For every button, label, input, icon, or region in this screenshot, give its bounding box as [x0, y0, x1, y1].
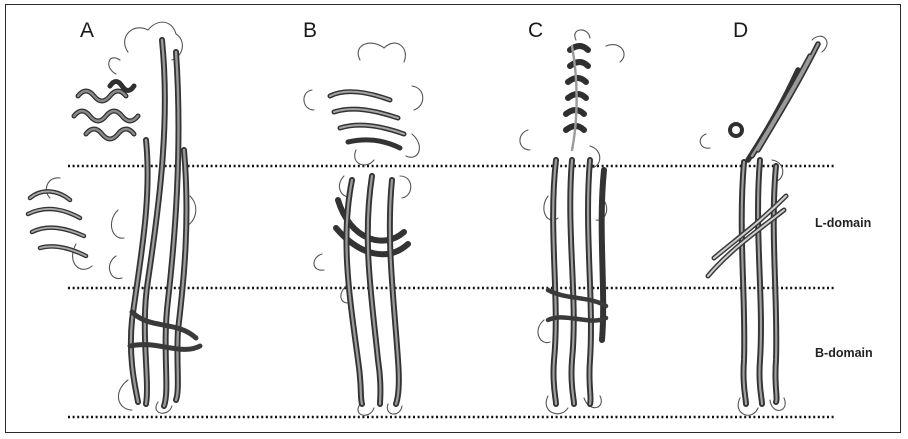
structure-b — [304, 43, 423, 415]
structure-c — [520, 30, 624, 414]
structure-a — [28, 22, 200, 413]
structure-d — [700, 36, 827, 415]
